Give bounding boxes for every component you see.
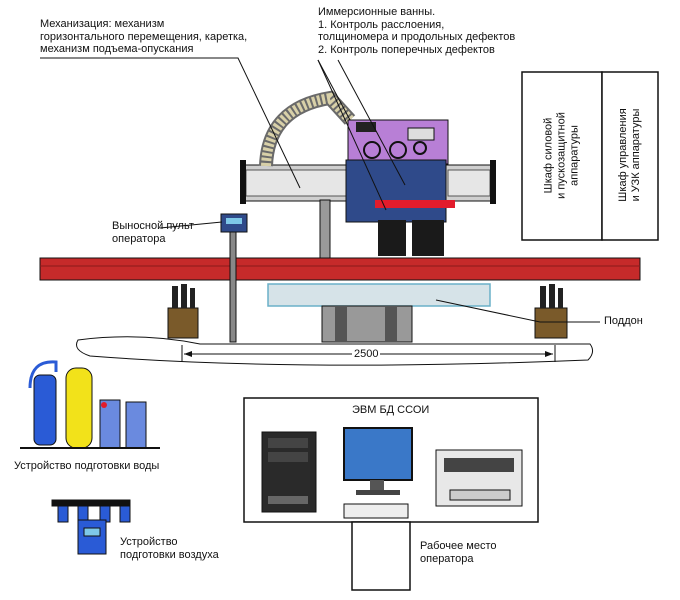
dimension-value: 2500 [352,348,381,361]
computer-label: ЭВМ БД ССОИ [352,404,430,416]
keyboard-icon [343,503,409,519]
air-filter-icon [51,499,131,555]
hose-cable-chain [259,90,356,167]
pc-tower-icon [261,431,317,513]
cabinet-power-label: Шкаф силовой и пускозащитной аппаратуры [542,112,581,199]
pallet [267,283,491,307]
workplace-label: Рабочее место оператора [420,540,497,565]
immersion-bath-label: Иммерсионные ванны. 1. Контроль расслоен… [318,6,516,56]
mechanization-label: Механизация: механизм горизонтального пе… [40,18,248,55]
immersion-bath-unit [345,119,455,256]
leader-lines [40,57,600,323]
main-beam [39,257,641,281]
printer-icon [435,449,523,507]
water-prep-label: Устройство подготовки воды [14,460,160,472]
water-tank-icon [20,360,162,449]
air-prep-label: Устройство подготовки воздуха [120,536,219,561]
monitor-icon [343,427,413,495]
floor-plate [76,336,594,366]
remote-panel-label: Выносной пульт оператора [112,220,194,245]
left-support-post [167,284,199,339]
right-support-post [534,284,568,339]
remote-panel-icon [220,213,248,343]
cabinets [521,71,659,241]
pallet-label: Поддон [604,315,643,327]
cabinet-control-label: Шкаф управления и УЗК аппаратуры [617,108,642,202]
